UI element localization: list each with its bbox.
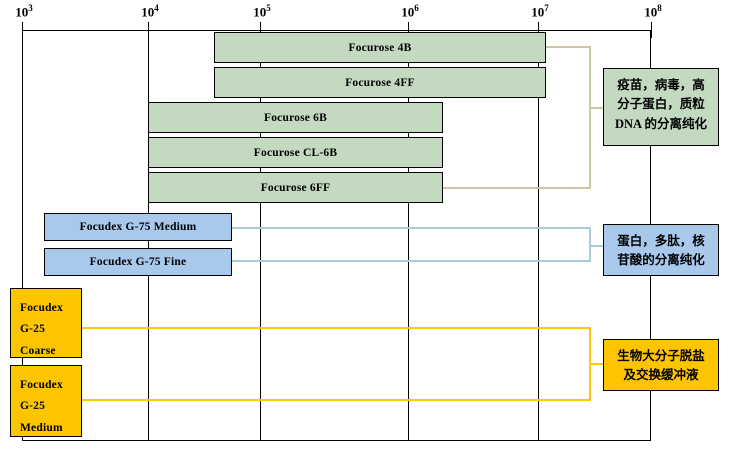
bar-focudex-g75-medium[interactable]: Focudex G-75 Medium: [44, 213, 232, 241]
bar-focurose-cl-6b[interactable]: Focurose CL-6B: [148, 137, 443, 168]
axis-tick-label-1e5: 105: [253, 3, 271, 20]
x-axis-line: [22, 30, 651, 31]
gridline-1e7: [538, 30, 539, 441]
bar-label-focurose-6b: Focurose 6B: [264, 111, 327, 124]
bar-label-focudex-g25-coarse: Focudex G-25 Coarse: [20, 302, 63, 357]
gridline-1e5: [260, 30, 261, 441]
bar-label-focudex-g25-medium: Focudex G-25 Medium: [20, 379, 63, 434]
connector-stub-dextran-g75: [589, 245, 605, 247]
bar-focudex-g25-medium[interactable]: Focudex G-25 Medium: [10, 365, 82, 437]
axis-tick-label-1e3: 103: [15, 3, 33, 20]
axis-tick-label-1e4: 104: [141, 3, 159, 20]
connector-stub-agarose: [589, 107, 605, 109]
bar-focurose-6ff[interactable]: Focurose 6FF: [148, 172, 443, 203]
gridline-1e6: [408, 30, 409, 441]
bar-focurose-4b[interactable]: Focurose 4B: [214, 32, 546, 63]
connector-stub-dextran-g25: [589, 363, 605, 365]
axis-tick-label-1e8: 108: [644, 3, 662, 20]
axis-tick-label-1e7: 107: [531, 3, 549, 20]
bar-label-focudex-g75-fine: Focudex G-75 Fine: [89, 256, 187, 268]
bar-focurose-4ff[interactable]: Focurose 4FF: [214, 67, 546, 98]
connector-bracket-dextran-g75: [232, 227, 591, 262]
bar-focudex-g75-fine[interactable]: Focudex G-75 Fine: [44, 248, 232, 276]
connector-line-agarose-6ff: [443, 187, 591, 189]
callout-agarose-applications: 疫苗，病毒，高 分子蛋白，质粒 DNA 的分离纯化: [603, 68, 719, 146]
axis-tick-1e8: [651, 22, 652, 38]
axis-tick-label-1e6: 106: [401, 3, 419, 20]
bar-label-focurose-cl-6b: Focurose CL-6B: [253, 146, 338, 159]
connector-bracket-agarose: [546, 46, 591, 189]
callout-dextran-g75-applications: 蛋白，多肽，核 苷酸的分离纯化: [603, 224, 719, 276]
bar-label-focurose-4b: Focurose 4B: [348, 41, 412, 54]
connector-bracket-dextran-g25: [82, 327, 591, 401]
bar-label-focudex-g75-medium: Focudex G-75 Medium: [79, 221, 197, 233]
bar-label-focurose-6ff: Focurose 6FF: [260, 181, 331, 194]
bar-focurose-6b[interactable]: Focurose 6B: [148, 102, 443, 133]
bar-focudex-g25-coarse[interactable]: Focudex G-25 Coarse: [10, 288, 82, 358]
callout-dextran-g25-applications: 生物大分子脱盐 及交换缓冲液: [603, 339, 719, 391]
bar-label-focurose-4ff: Focurose 4FF: [345, 76, 415, 89]
